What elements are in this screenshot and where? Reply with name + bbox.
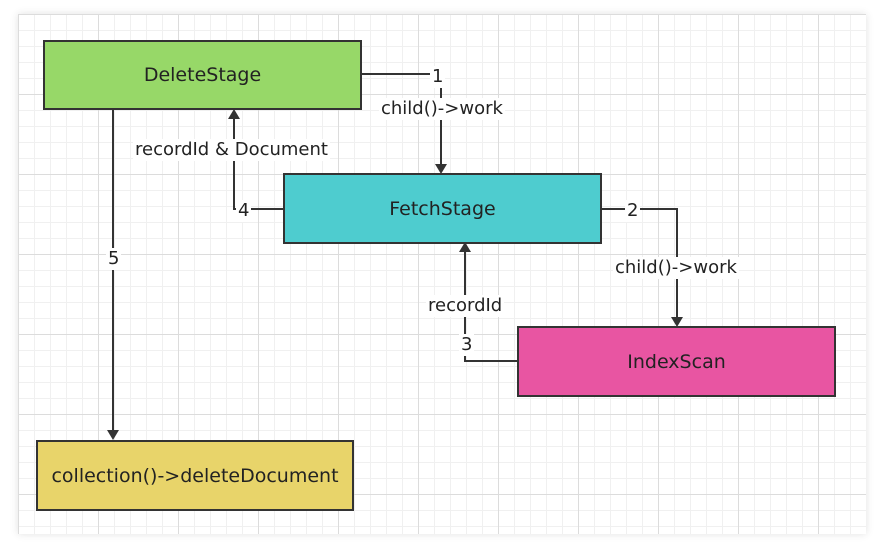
edge-4-label: recordId & Document — [133, 139, 330, 161]
delete-stage-label: DeleteStage — [143, 64, 262, 86]
edge-3-step: 3 — [459, 334, 475, 356]
edge-1-label: child()->work — [379, 98, 505, 120]
index-scan-node: IndexScan — [517, 326, 836, 397]
edge-5-step: 5 — [106, 248, 122, 270]
delete-stage-node: DeleteStage — [43, 40, 362, 110]
delete-document-label: collection()->deleteDocument — [51, 464, 339, 487]
edge-1-step: 1 — [430, 66, 446, 88]
edge-2-label: child()->work — [613, 257, 739, 279]
edge-3-label: recordId — [426, 295, 505, 317]
edge-4-step: 4 — [236, 200, 252, 222]
fetch-stage-node: FetchStage — [283, 173, 602, 244]
edge-2-step: 2 — [625, 200, 641, 222]
edge-1-delete-to-fetch — [362, 73, 447, 174]
fetch-stage-label: FetchStage — [389, 197, 496, 220]
index-scan-label: IndexScan — [627, 350, 726, 373]
delete-document-node: collection()->deleteDocument — [36, 440, 354, 511]
edge-3-indexscan-to-fetch — [459, 242, 517, 362]
